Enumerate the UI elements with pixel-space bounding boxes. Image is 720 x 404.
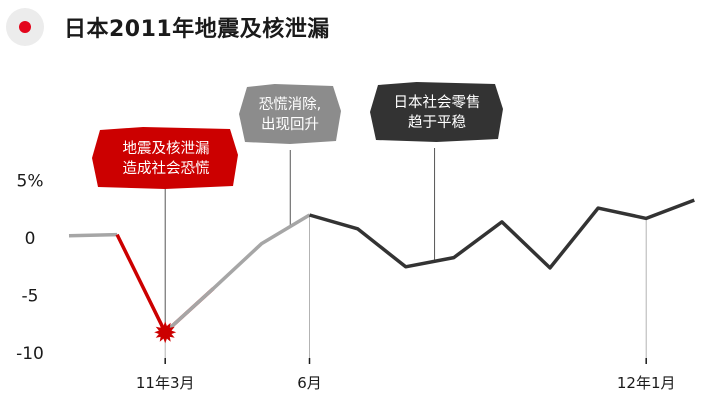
- series-segment-recovery: [164, 213, 311, 334]
- y-tick-label: -10: [16, 344, 44, 364]
- data-point: [404, 265, 408, 269]
- data-point: [692, 198, 696, 202]
- data-point: [548, 266, 552, 270]
- y-tick-label: 5%: [17, 172, 44, 192]
- x-tick-label: 11年3月: [136, 374, 195, 392]
- annotation-bubble: [239, 84, 341, 144]
- data-point: [644, 216, 648, 220]
- data-point: [500, 220, 504, 224]
- japan-flag-icon: [6, 8, 44, 46]
- annotation-text: 恐慌消除,: [259, 96, 322, 113]
- data-point: [211, 287, 215, 291]
- y-tick-label: -5: [22, 287, 39, 307]
- data-point: [356, 227, 360, 231]
- data-point: [452, 256, 456, 260]
- series-segment-pre-quake: [68, 232, 118, 238]
- data-point: [67, 234, 71, 238]
- annotation-bubble: [92, 127, 238, 189]
- header: 日本2011年地震及核泄漏: [0, 0, 720, 56]
- y-tick-label: 0: [25, 229, 36, 249]
- flag-red-dot: [19, 21, 31, 33]
- x-tick-label: 6月: [297, 374, 322, 392]
- annotation-text: 日本社会零售: [394, 94, 481, 111]
- annotation-text: 趋于平稳: [408, 114, 466, 131]
- data-point: [115, 233, 119, 237]
- data-point: [259, 242, 263, 246]
- annotation-text: 出现回升: [261, 116, 319, 133]
- quake-starburst-marker: [154, 321, 177, 344]
- x-tick-label: 12年1月: [617, 374, 676, 392]
- data-point: [308, 213, 312, 217]
- annotation-text: 造成社会恐慌: [123, 160, 210, 177]
- data-point: [596, 206, 600, 210]
- annotation-text: 地震及核泄漏: [123, 140, 210, 157]
- chart-title: 日本2011年地震及核泄漏: [64, 17, 330, 42]
- series-segment-stable: [309, 198, 695, 270]
- annotation-bubble: [370, 82, 503, 142]
